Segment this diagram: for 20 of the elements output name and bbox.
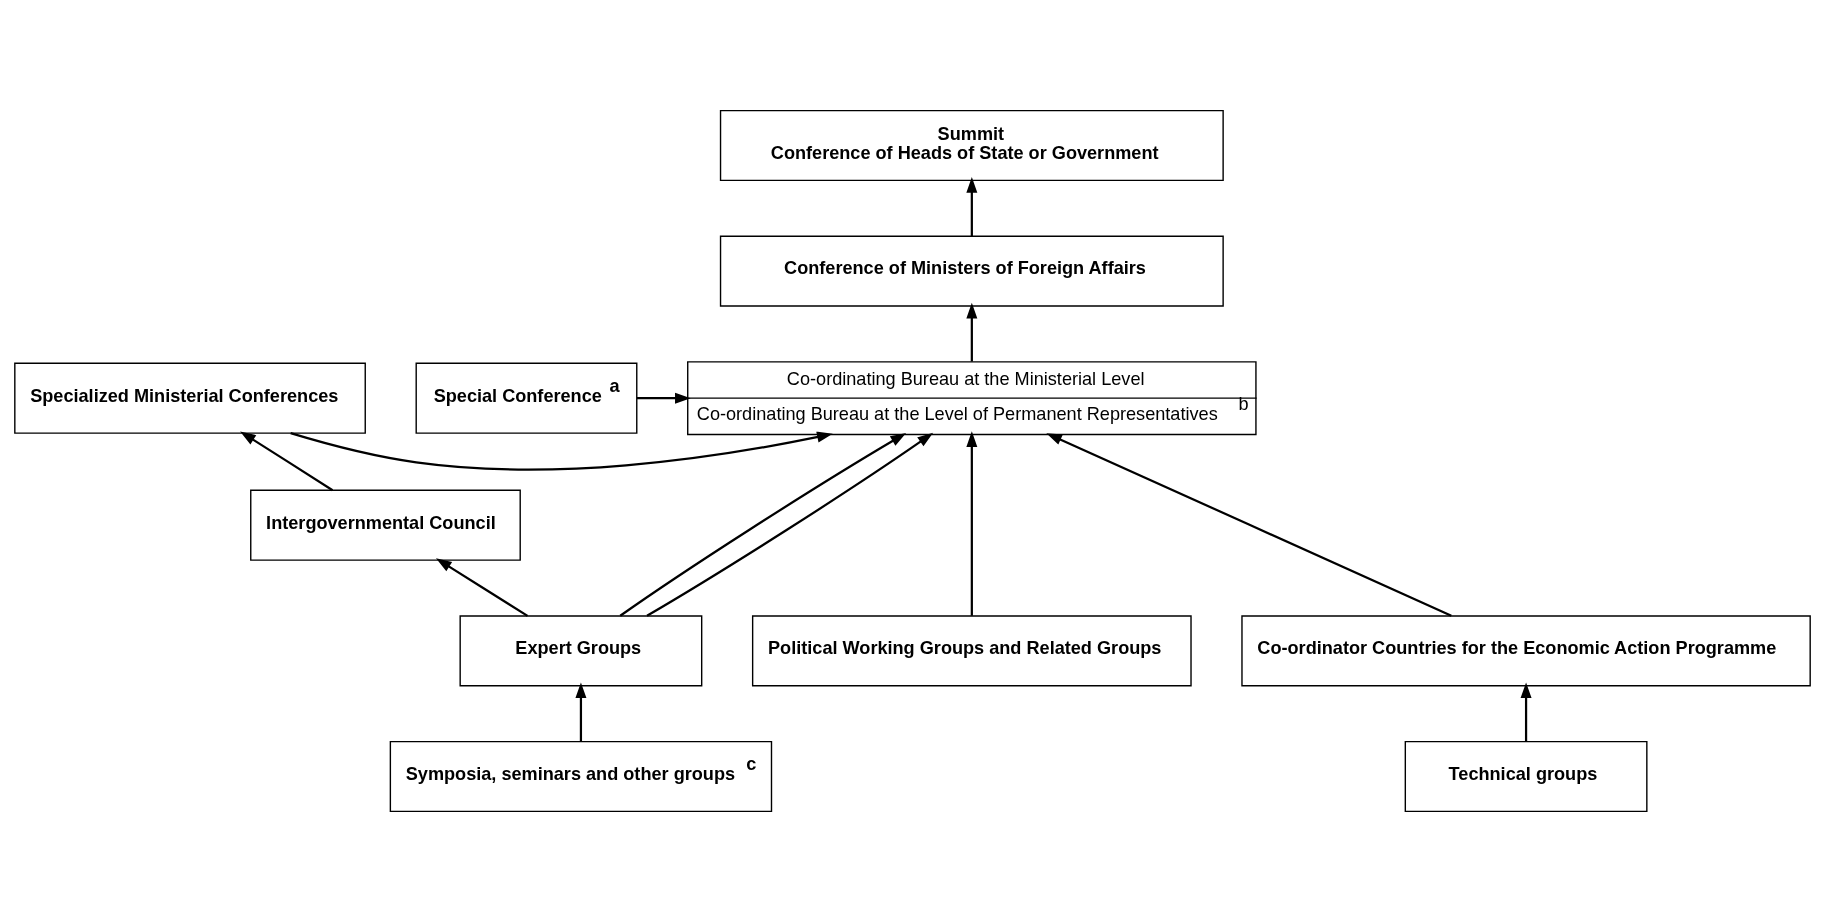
arrow [619,432,906,617]
node-box: Intergovernmental Council [249,489,521,561]
node-box: Technical groups [1404,740,1648,812]
node-box: Political Working Groups and Related Groups [751,614,1192,686]
arrow [574,681,586,742]
arrow [636,392,691,404]
arrow [1520,681,1532,742]
node-box: Specialized Ministerial Conferences [13,362,366,434]
arrow [965,430,977,616]
node-box: Summit Conference of Heads of State or Government [719,109,1224,181]
arrow [965,176,977,236]
arrow [645,432,933,617]
arrow [965,302,977,361]
arrow [435,557,528,617]
node-box: Co-ordinator Countries for the Economic Action Programme [1240,614,1811,686]
arrow [239,430,333,491]
arrow [1045,432,1452,617]
node-box: Conference of Ministers of Foreign Affairs [719,235,1224,307]
node-box: Expert Groups [458,614,702,686]
arrow [289,431,833,471]
